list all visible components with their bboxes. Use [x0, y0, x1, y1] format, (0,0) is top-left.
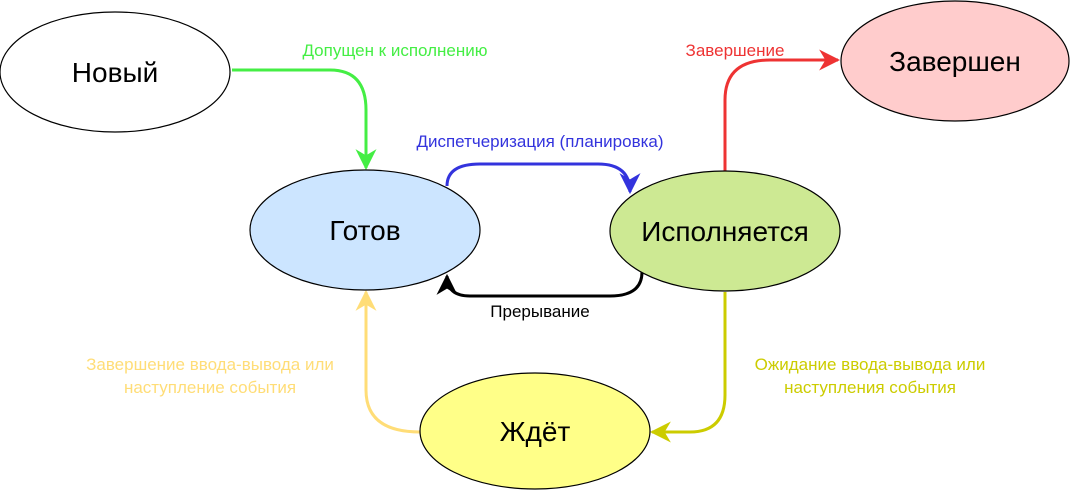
node-running-label: Исполняется: [641, 216, 809, 247]
node-ready-label: Готов: [329, 215, 400, 246]
node-new-label: Новый: [72, 57, 158, 88]
edge-admitted-label: Допущен к исполнению: [302, 41, 487, 60]
node-waiting-shape: [419, 372, 651, 490]
node-waiting-label: Ждёт: [500, 416, 571, 447]
node-terminated-shape: [840, 0, 1070, 122]
edge-dispatch-label: Диспетчеризация (планировка): [416, 132, 663, 151]
edge-io-done-arrow: [355, 289, 421, 434]
edge-exit-label: Завершение: [686, 41, 785, 60]
edge-interrupt-arrow: [436, 271, 644, 298]
node-new: Новый: [0, 11, 231, 133]
node-running-shape: [609, 170, 841, 292]
edge-admitted-arrow: [232, 68, 377, 171]
edge-io-done-label-line-1: Завершение ввода-вывода или: [86, 355, 334, 374]
edge-io-wait-arrow: [649, 292, 727, 443]
edge-dispatch-arrow: [445, 162, 641, 195]
node-running: Исполняется: [609, 170, 841, 292]
node-terminated: Завершен: [840, 0, 1070, 122]
edge-io-done-label-line-2: наступление события: [124, 378, 296, 397]
node-ready-shape: [249, 169, 481, 291]
node-waiting: Ждёт: [419, 372, 651, 490]
node-new-shape: [0, 11, 231, 133]
node-ready: Готов: [249, 169, 481, 291]
edge-exit-arrow: [723, 49, 841, 182]
node-terminated-label: Завершен: [889, 46, 1021, 77]
edge-io-wait-label-line-1: Ожидание ввода-вывода или: [755, 355, 986, 374]
edge-interrupt-label: Прерывание: [490, 302, 589, 321]
edge-io-wait-label-line-2: наступления события: [784, 378, 956, 397]
